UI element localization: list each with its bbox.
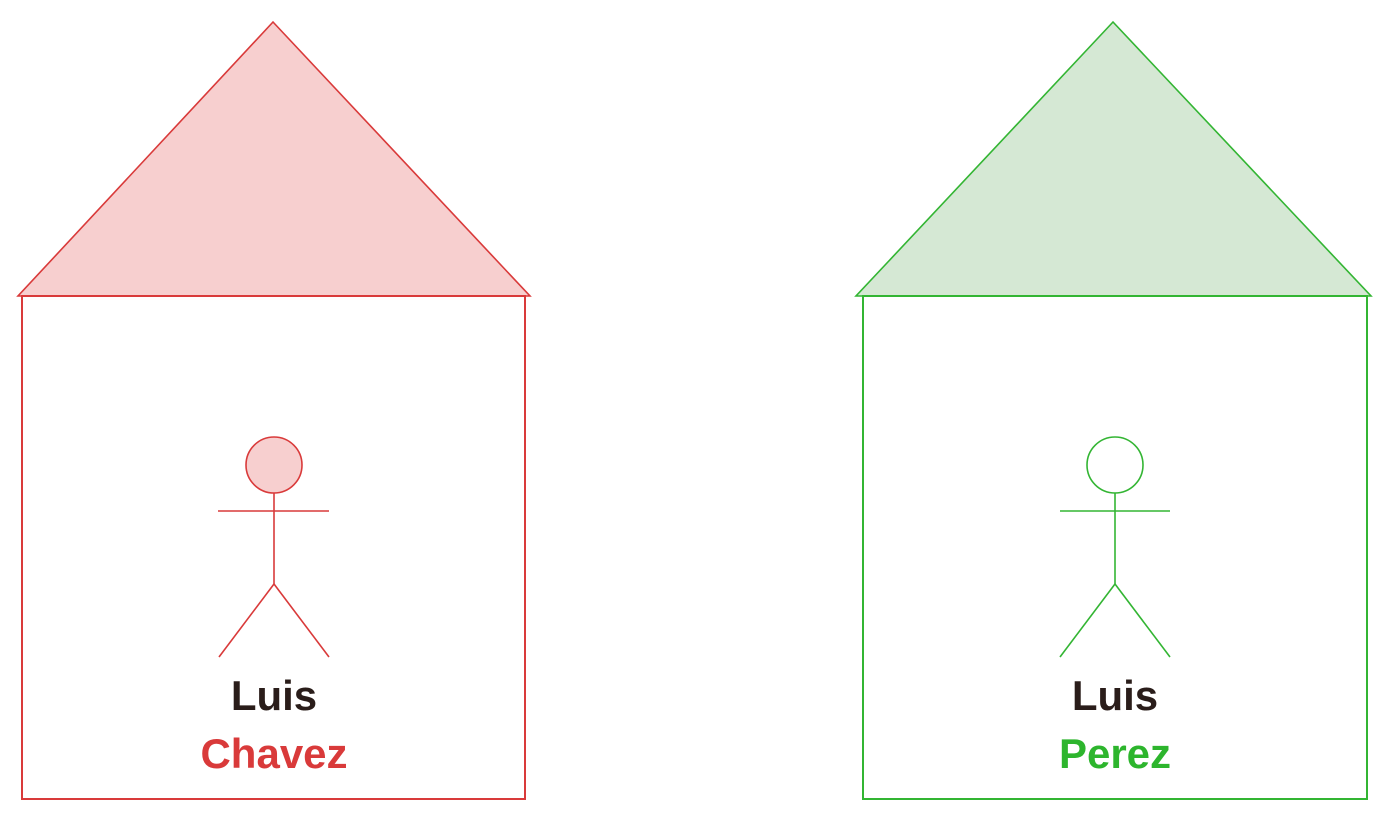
house-left-last-name: Chavez (200, 730, 347, 777)
house-right-roof (854, 20, 1373, 297)
person-left-leg-left (218, 583, 275, 658)
person-right-icon (1059, 436, 1171, 658)
person-left-icon (218, 436, 330, 658)
person-right-head (1086, 436, 1144, 494)
house-right-first-name: Luis (1072, 672, 1158, 719)
house-left-first-name: Luis (231, 672, 317, 719)
person-right-leg-left (1059, 583, 1116, 658)
house-left-roof (16, 20, 532, 297)
person-left-leg-right (273, 583, 330, 658)
house-left: Luis Chavez (16, 20, 532, 800)
house-right: Luis Perez (854, 20, 1373, 800)
house-right-last-name: Perez (1059, 730, 1171, 777)
person-right-leg-right (1114, 583, 1171, 658)
house-left-body (21, 295, 526, 800)
person-left-head (245, 436, 303, 494)
house-right-body (862, 295, 1368, 800)
